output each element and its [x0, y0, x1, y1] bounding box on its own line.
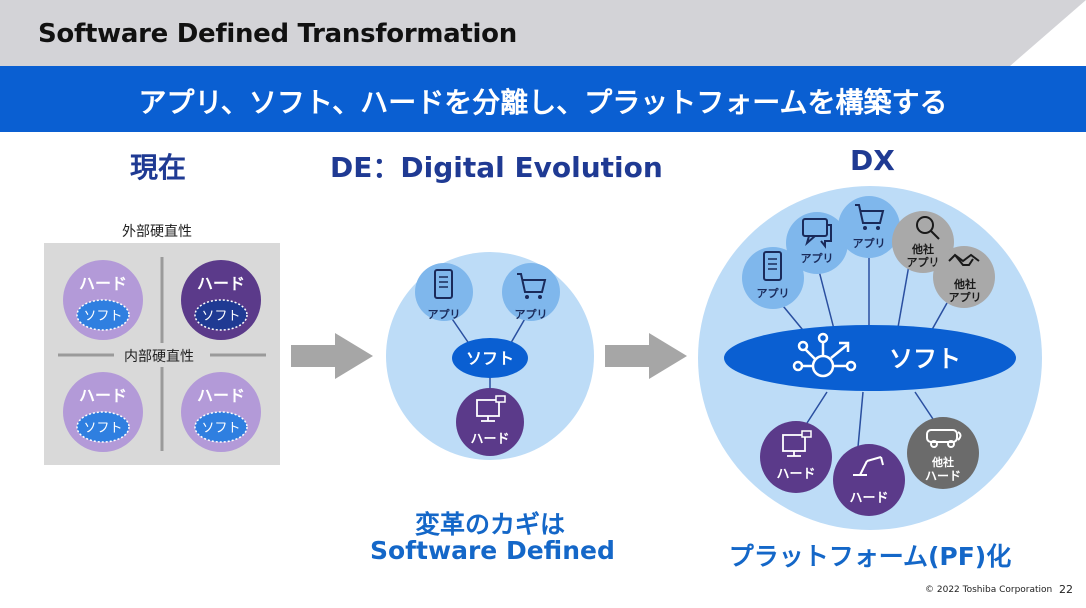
- pc-icon: [782, 430, 812, 457]
- other-label-l1: 他社: [911, 242, 934, 256]
- dx-other-app-node-search: 他社 アプリ: [892, 211, 954, 273]
- dx-app-node-phone: アプリ: [742, 247, 804, 309]
- smartphone-icon: [763, 251, 782, 281]
- de-heading: DE：Digital Evolution: [330, 151, 663, 184]
- de-caption-line1: 変革のカギは: [414, 510, 565, 539]
- de-app-node-left: アプリ: [415, 263, 473, 321]
- hard-label: ハード: [849, 491, 888, 506]
- app-label: アプリ: [801, 251, 834, 265]
- dx-hard-node-robot: ハード: [833, 444, 905, 516]
- dx-hard-node-pc: ハード: [760, 421, 832, 493]
- hard-label: ハード: [197, 274, 245, 293]
- de-diagram: アプリ アプリ ソフト ハード: [386, 252, 594, 460]
- soft-label: ソフト: [466, 349, 514, 368]
- other-label-l2: アプリ: [907, 255, 940, 269]
- arrow-right-icon: [605, 333, 687, 379]
- banner-text: アプリ、ソフト、ハードを分離し、プラットフォームを構築する: [138, 86, 948, 119]
- header-bar: [0, 0, 1086, 66]
- smartphone-icon: [434, 269, 453, 299]
- hard-node-bottom-right: ハード ソフト: [181, 372, 261, 452]
- current-heading: 現在: [130, 151, 187, 184]
- car-icon: [926, 429, 962, 448]
- outer-rigidity-label: 外部硬直性: [122, 224, 192, 240]
- soft-label: ソフト: [201, 421, 240, 436]
- dx-caption: プラットフォーム(PF)化: [728, 542, 1012, 571]
- de-soft-node: ソフト: [452, 338, 528, 378]
- corner-decoration: [1010, 0, 1086, 66]
- network-hub-icon: [792, 332, 857, 378]
- page-title: Software Defined Transformation: [38, 19, 517, 49]
- hard-label: ハード: [470, 432, 509, 447]
- handshake-icon: [948, 253, 980, 266]
- hard-label: ハード: [79, 274, 127, 293]
- app-label: アプリ: [853, 236, 886, 250]
- dx-app-node-cart: アプリ: [838, 196, 900, 258]
- de-hard-node: ハード: [456, 388, 524, 456]
- other-label-l2: ハード: [925, 469, 961, 483]
- dx-other-hard-node-car: 他社 ハード: [907, 417, 979, 489]
- copyright: © 2022 Toshiba Corporation: [925, 585, 1053, 595]
- app-label: アプリ: [757, 286, 790, 300]
- magnifier-icon: [916, 216, 940, 240]
- hard-label: ハード: [197, 386, 245, 405]
- hard-node-top-right: ハード ソフト: [181, 260, 261, 340]
- banner: [0, 66, 1086, 132]
- pc-icon: [476, 395, 506, 422]
- hard-label: ハード: [776, 467, 815, 482]
- soft-label: ソフト: [201, 309, 240, 324]
- soft-label: ソフト: [83, 309, 122, 324]
- inner-rigidity-label: 内部硬直性: [122, 346, 196, 366]
- dx-other-app-node-handshake: 他社 アプリ: [933, 246, 995, 308]
- hard-node-bottom-left: ハード ソフト: [63, 372, 143, 452]
- hard-node-top-left: ハード ソフト: [63, 260, 143, 340]
- hard-label: ハード: [79, 386, 127, 405]
- cart-icon: [855, 204, 885, 230]
- other-label-l1: 他社: [953, 277, 976, 291]
- current-diagram: ハード ソフト ハード ソフト ハード ソフト ハード ソフト: [44, 243, 280, 465]
- soft-label: ソフト: [83, 421, 122, 436]
- robot-arm-icon: [853, 456, 884, 476]
- app-label: アプリ: [515, 307, 548, 321]
- other-label-l2: アプリ: [949, 290, 982, 304]
- other-label-l1: 他社: [931, 455, 954, 469]
- app-label: アプリ: [428, 307, 461, 321]
- chat-icon: [802, 218, 832, 249]
- dx-soft-platform: ソフト: [724, 325, 1016, 391]
- de-caption-line2: Software Defined: [370, 536, 615, 565]
- soft-label: ソフト: [889, 345, 961, 373]
- dx-app-node-chat: アプリ: [786, 212, 848, 274]
- page-number: 22: [1059, 583, 1073, 596]
- arrow-right-icon: [291, 333, 373, 379]
- dx-diagram: ソフト アプリ アプリ アプリ: [698, 186, 1042, 530]
- de-app-node-right: アプリ: [502, 263, 560, 321]
- dx-heading: DX: [850, 144, 895, 177]
- cart-icon: [517, 273, 547, 299]
